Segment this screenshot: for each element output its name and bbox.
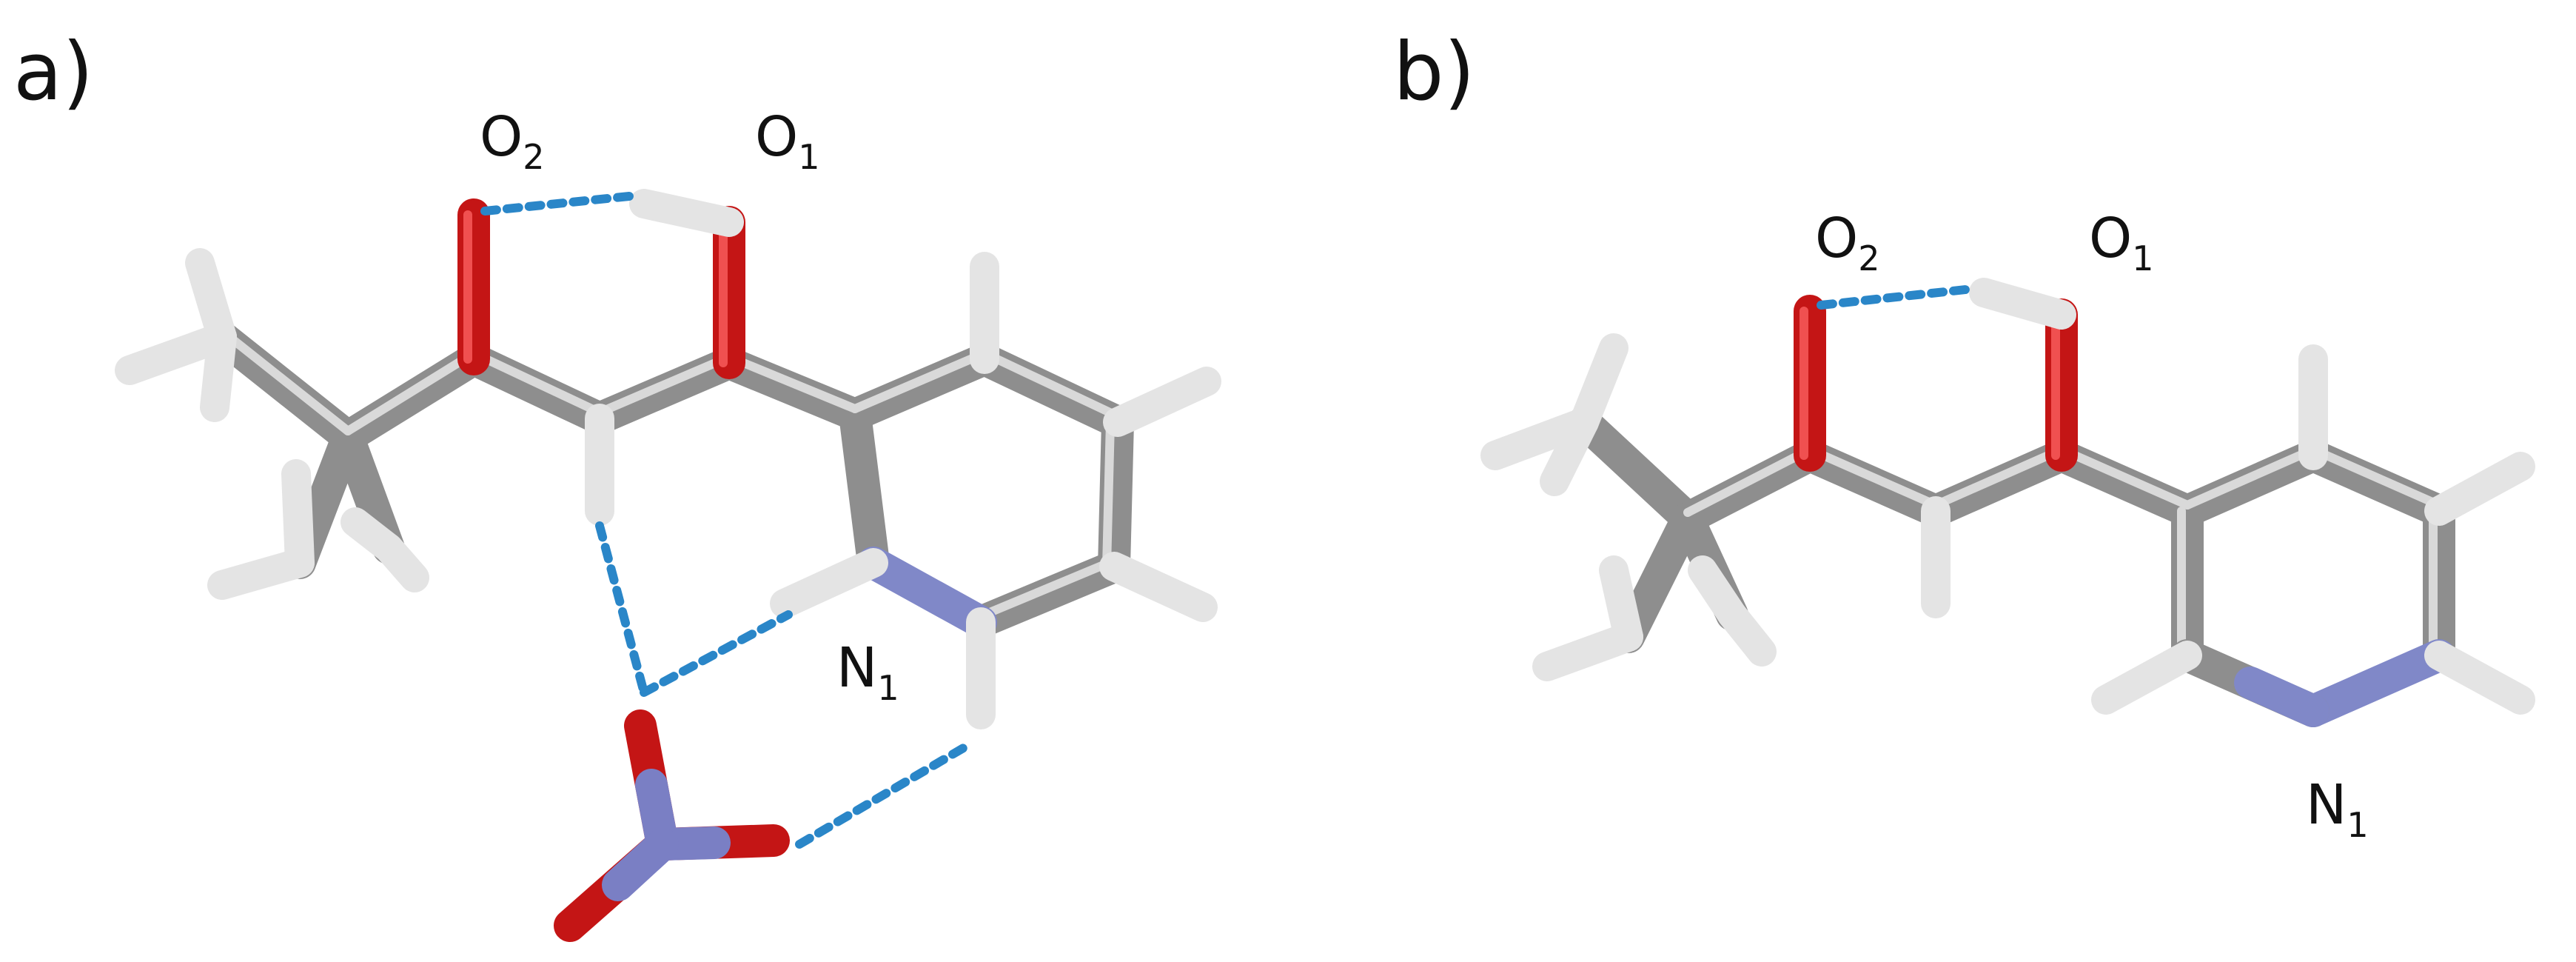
atom-label-o2: O2: [1815, 207, 1880, 278]
molecule-b-structure: [1480, 278, 2535, 727]
hydrogens: [1480, 278, 2535, 715]
panel-b: b) O2 O1 N1: [1288, 0, 2576, 962]
panel-label-b: b): [1393, 26, 1475, 118]
panel-a: a) O2 O1 N1: [13, 26, 1221, 942]
atom-label-o1: O1: [755, 105, 820, 177]
atom-label-n1: N1: [2306, 773, 2369, 845]
panel-label-a: a): [13, 26, 94, 118]
molecule-a-structure: [115, 189, 1221, 942]
n-bond: [2297, 639, 2455, 727]
atom-label-o1: O1: [2089, 207, 2154, 278]
hydrogen-bonds: [1817, 284, 1977, 310]
hydrogen-bonds: [480, 192, 974, 849]
nitrate-ion: [554, 709, 790, 942]
atom-label-n1: N1: [836, 636, 899, 708]
carbon-bonds: [206, 321, 1134, 638]
n-bond: [857, 547, 997, 638]
hydrogens: [115, 189, 1221, 729]
atom-label-o2: O2: [480, 105, 545, 177]
